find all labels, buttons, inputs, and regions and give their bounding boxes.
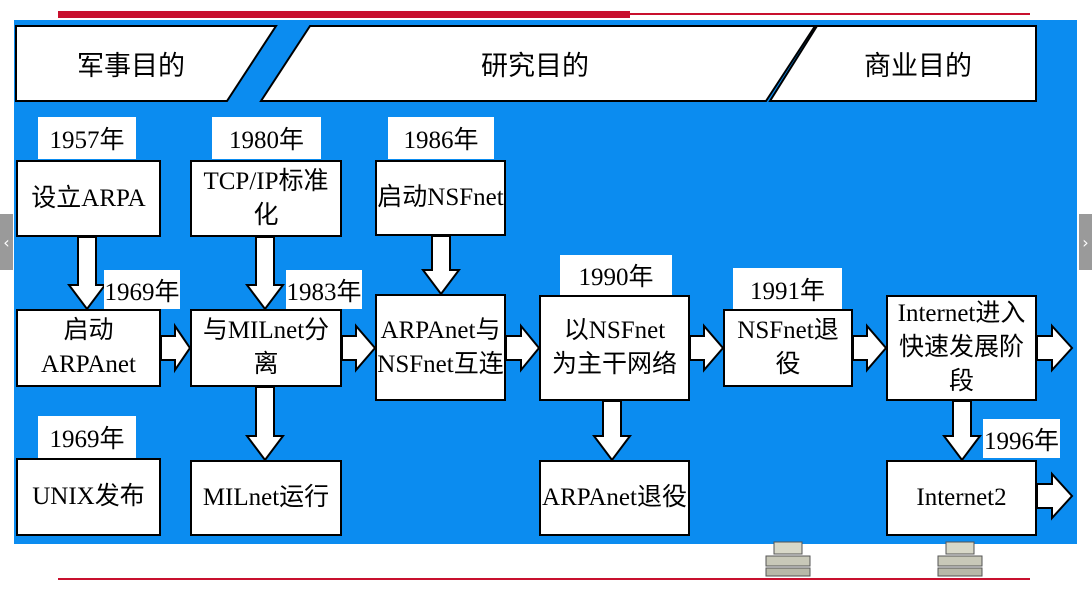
arrow-right-6 <box>1036 323 1074 373</box>
title-accent-line <box>630 13 1030 15</box>
event-box-nsfnet-backbone: 以NSFnet 为主干网络 <box>539 295 690 401</box>
computer-icon <box>937 541 983 577</box>
year-label-1969-arpanet: 1969年 <box>104 270 180 309</box>
arrow-down-tcpip <box>245 236 285 311</box>
event-box-milnet-run: MILnet运行 <box>190 460 342 536</box>
event-box-arpanet-nsfnet: ARPAnet与 NSFnet互连 <box>375 294 506 401</box>
arrow-down-backbone <box>592 400 632 462</box>
arrow-right-2 <box>341 323 377 373</box>
year-label-1990: 1990年 <box>560 255 672 295</box>
phase-label-research: 研究目的 <box>481 51 589 81</box>
chevron-left-icon: ‹ <box>3 232 10 252</box>
phase-banner-research <box>259 25 817 102</box>
event-box-internet2: Internet2 <box>886 460 1037 536</box>
event-box-arpa: 设立ARPA <box>16 160 161 237</box>
year-label-1983: 1983年 <box>286 270 362 309</box>
year-label-1986: 1986年 <box>388 117 494 159</box>
arrow-right-7 <box>1036 471 1074 521</box>
event-box-arpanet-retire: ARPAnet退役 <box>539 460 690 536</box>
arrow-down-internet <box>942 400 982 462</box>
event-box-unix: UNIX发布 <box>16 458 161 536</box>
diagram-panel <box>14 20 1077 544</box>
arrow-right-1 <box>160 322 192 374</box>
year-label-1996: 1996年 <box>983 419 1060 458</box>
computer-icon <box>765 541 811 577</box>
title-accent-bar <box>58 11 630 18</box>
chevron-right-icon: › <box>1082 232 1089 252</box>
year-label-1969-unix: 1969年 <box>38 416 136 458</box>
arrow-down-milnet <box>245 386 285 462</box>
arrow-down-arpa <box>67 236 107 311</box>
phase-label-military: 军事目的 <box>77 51 185 81</box>
event-box-arpanet-start: 启动 ARPAnet <box>16 309 161 387</box>
year-label-1980: 1980年 <box>212 117 321 159</box>
phase-label-commercial: 商业目的 <box>864 51 972 81</box>
arrow-right-4 <box>689 323 725 373</box>
phase-banner-military <box>15 25 278 102</box>
year-label-1957: 1957年 <box>38 117 136 159</box>
event-box-internet-fast: Internet进入 快速发展阶段 <box>886 295 1037 401</box>
arrow-down-nsfnet <box>421 235 461 296</box>
event-box-tcpip: TCP/IP标准化 <box>190 160 342 237</box>
footer-accent-line <box>58 578 1030 580</box>
event-box-milnet-split: 与MILnet分离 <box>190 309 342 387</box>
event-box-nsfnet-start: 启动NSFnet <box>375 160 506 236</box>
phase-banner-commercial <box>768 25 1037 102</box>
prev-slide-button[interactable]: ‹ <box>0 214 13 270</box>
arrow-right-3 <box>505 323 541 373</box>
next-slide-button[interactable]: › <box>1079 214 1092 270</box>
event-box-nsfnet-retire: NSFnet退役 <box>723 309 853 387</box>
arrow-right-5 <box>852 323 888 373</box>
year-label-1991: 1991年 <box>733 268 842 310</box>
